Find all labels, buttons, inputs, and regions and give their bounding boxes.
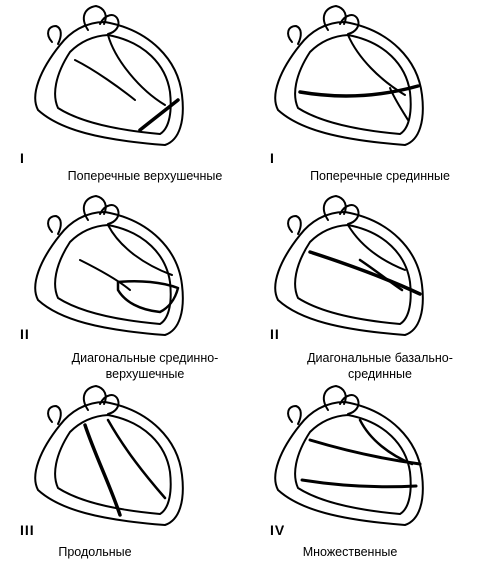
panel-caption: Поперечные верхушечные: [67, 169, 223, 183]
panel-caption: Продольные: [58, 545, 132, 559]
panel-diagonal-basal-mid: II Диагональные базально- срединные: [240, 190, 480, 381]
panel-transverse-apical: I Поперечные верхушечные: [0, 0, 240, 190]
heart-illustration: [274, 385, 424, 526]
type-numeral: IV: [270, 522, 286, 538]
heart-illustration: [274, 195, 424, 336]
heart-illustration: [34, 195, 184, 336]
panel-longitudinal: III Продольные: [0, 380, 240, 570]
type-numeral: II: [20, 326, 30, 342]
type-numeral: I: [270, 150, 275, 166]
heart-illustration: [274, 5, 424, 146]
type-numeral: I: [20, 150, 25, 166]
type-numeral: III: [20, 522, 35, 538]
type-numeral: II: [270, 326, 280, 342]
panel-transverse-mid: I Поперечные срединные: [240, 0, 480, 190]
panel-caption: Диагональные средин­но- верхушечные: [71, 351, 219, 381]
panel-caption: Диагональные базально- срединные: [307, 351, 453, 381]
panel-diagonal-mid-apical: II Диагональные средин­но- верхушечные: [0, 190, 240, 381]
panel-caption: Поперечные срединные: [310, 169, 450, 183]
panel-multiple: IV Множественные: [240, 380, 480, 570]
heart-illustration: [34, 385, 184, 526]
heart-illustration: [34, 5, 184, 146]
panel-caption: Множественные: [302, 545, 398, 559]
